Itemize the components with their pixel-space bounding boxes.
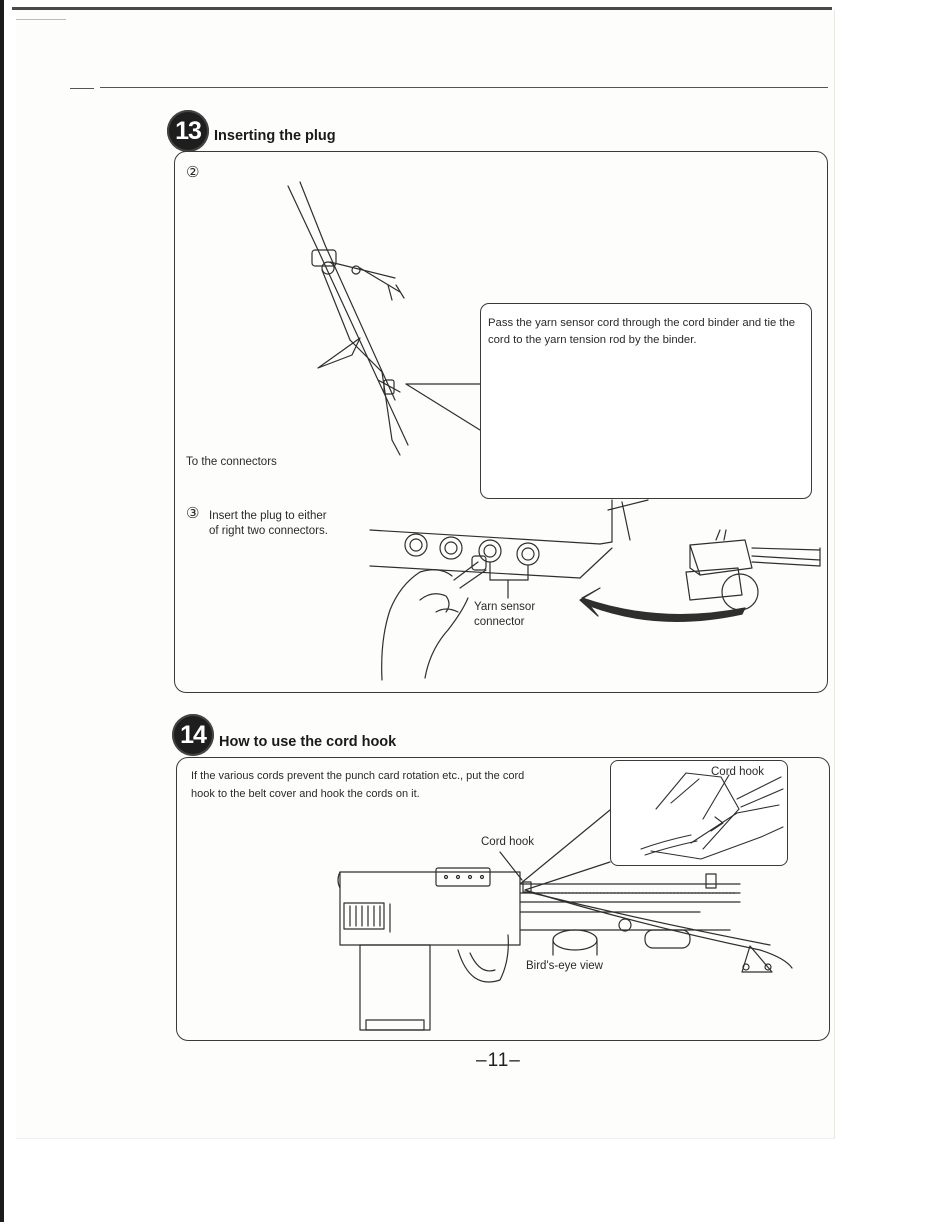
cord-hook-inset-label: Cord hook <box>711 766 765 778</box>
scan-edge-top <box>12 7 832 10</box>
page-number: –11– <box>476 1050 521 1071</box>
cord-hook-inset-drawing <box>640 772 784 860</box>
cord-binder-callout: Pass the yarn sensor cord through the co… <box>480 303 812 499</box>
section-14-title: How to use the cord hook <box>219 734 397 750</box>
section-14-badge: 14 <box>172 714 214 756</box>
step-3-text-line2: of right two connectors. <box>209 525 328 537</box>
yarn-sensor-device-illustration <box>685 529 821 611</box>
faint-rule <box>16 19 66 20</box>
section-14-intro-line1: If the various cords prevent the punch c… <box>191 770 525 782</box>
section-13-badge: 13 <box>167 110 209 152</box>
section-14-panel <box>176 757 830 1041</box>
hand-illustration <box>381 555 487 681</box>
header-rule <box>100 87 828 88</box>
knitting-machine-illustration <box>337 867 741 1031</box>
cord-hook-inset: Cord hook <box>610 760 788 866</box>
yarn-sensor-label: Yarn sensor <box>474 601 536 613</box>
header-mark <box>70 88 94 89</box>
callout-caption: Pass the yarn sensor cord through the co… <box>488 317 796 346</box>
section-13-panel <box>174 151 828 693</box>
step-2-marker: ② <box>186 164 200 181</box>
to-connectors-label: To the connectors <box>186 456 277 468</box>
cord-hook-label: Cord hook <box>481 836 535 848</box>
arrow-curved-icon <box>579 587 746 622</box>
birds-eye-view-label: Bird's-eye view <box>526 960 603 972</box>
section-14-intro-line2: hook to the belt cover and hook the cord… <box>191 788 420 800</box>
yarn-tension-rod-illustration <box>287 181 481 456</box>
step-3-text-line1: Insert the plug to either <box>209 510 327 522</box>
step-3-marker: ③ <box>186 505 200 522</box>
section-13-title: Inserting the plug <box>214 128 336 144</box>
connector-panel-illustration <box>369 499 649 599</box>
scan-edge <box>0 0 4 1222</box>
connector-label: connector <box>474 616 525 628</box>
cord-lines-illustration <box>499 809 793 973</box>
